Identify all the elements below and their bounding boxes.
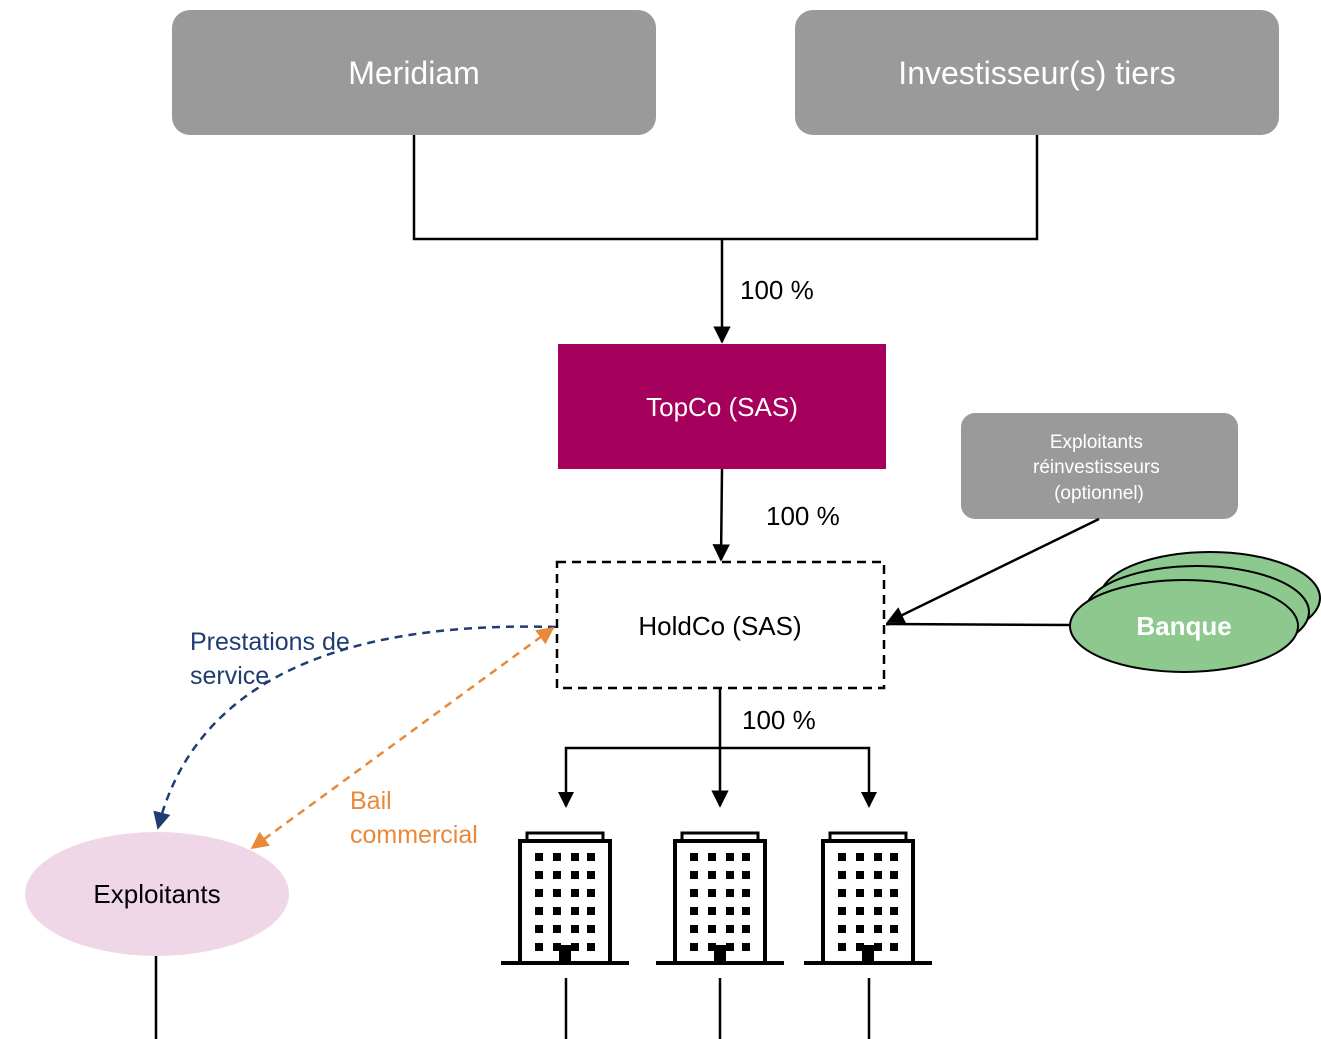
investisseurs-tiers-label: Investisseur(s) tiers <box>898 55 1175 91</box>
holdco-node: HoldCo (SAS) <box>555 560 886 690</box>
exploitants-reinvestisseurs-line3: (optionnel) <box>1054 483 1144 504</box>
exploitants-reinvestisseurs-node: Exploitants réinvestisseurs (optionnel) <box>961 413 1238 519</box>
exploitants-label: Exploitants <box>93 879 220 909</box>
holdco-label: HoldCo (SAS) <box>638 611 801 641</box>
holdco-buildings-connector <box>564 688 871 808</box>
investisseurs-tiers-node: Investisseur(s) tiers <box>795 10 1279 135</box>
topco-label: TopCo (SAS) <box>646 392 798 422</box>
banque-label: Banque <box>1136 611 1231 641</box>
topco-holdco-arrow <box>712 468 730 562</box>
building-icon <box>802 831 934 965</box>
building-icon <box>654 831 786 965</box>
meridiam-label: Meridiam <box>348 55 480 91</box>
topco-holdco-percent: 100 % <box>766 501 840 531</box>
prestations-line1: Prestations de <box>190 628 350 656</box>
building-1-arrowhead <box>558 792 574 808</box>
banque-node: Banque <box>1069 551 1321 673</box>
bail-arrow <box>250 626 555 850</box>
bail-label: Bail commercial <box>350 787 478 849</box>
prestations-label: Prestations de service <box>190 628 357 690</box>
bail-line2: commercial <box>350 821 478 849</box>
holdco-buildings-percent: 100 % <box>742 705 816 735</box>
prestations-line2: service <box>190 662 269 690</box>
building-icon <box>499 831 631 965</box>
investors-topco-percent: 100 % <box>740 275 814 305</box>
bottom-connectors <box>154 956 871 1039</box>
banque-holdco-line <box>885 622 1071 627</box>
exploitants-reinvestisseurs-line2: réinvestisseurs <box>1033 457 1160 478</box>
bail-line1: Bail <box>350 787 392 815</box>
investors-connector <box>412 135 1039 344</box>
exploitants-reinvestisseurs-line1: Exploitants <box>1050 432 1143 453</box>
reinvestisseurs-holdco-arrow <box>886 517 1100 624</box>
exploitants-node: Exploitants <box>25 832 289 956</box>
building-3-arrowhead <box>861 792 877 808</box>
meridiam-node: Meridiam <box>172 10 656 135</box>
topco-node: TopCo (SAS) <box>558 344 886 469</box>
svg-text:Exploitants réinvestisse: Exploitants réinvestisseurs (optionnel) <box>1033 432 1165 504</box>
